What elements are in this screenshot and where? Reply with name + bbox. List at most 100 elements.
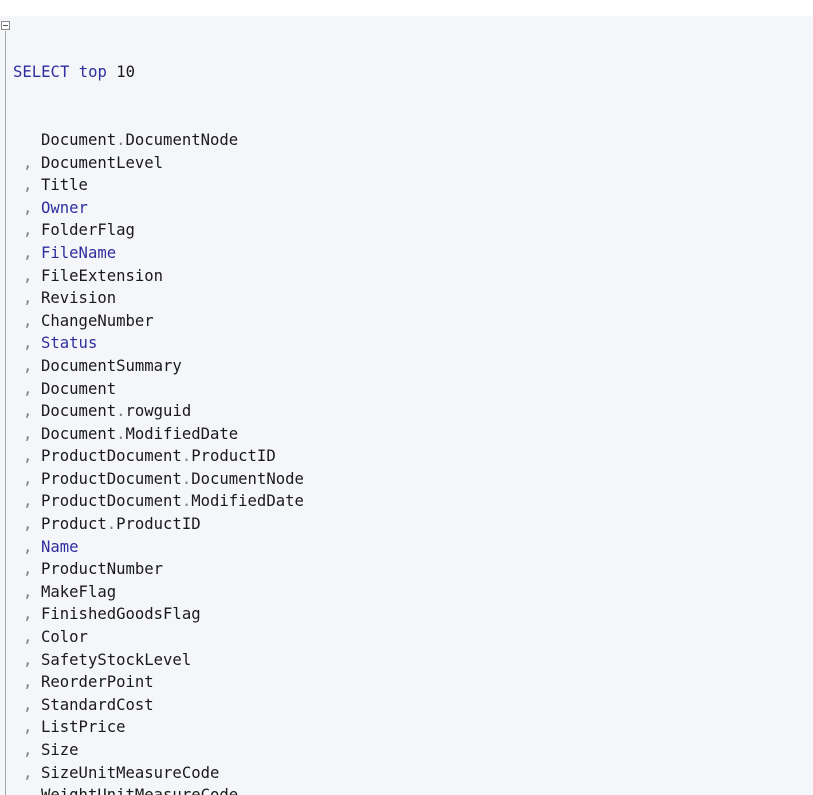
column-identifier: WeightUnitMeasureCode	[41, 786, 238, 795]
code-line-column: , Document.ModifiedDate	[13, 423, 304, 446]
dot-operator: .	[106, 515, 117, 534]
dot-operator: .	[116, 424, 126, 443]
code-line-column: , ProductDocument.DocumentNode	[13, 468, 304, 491]
code-line-column: , DocumentLevel	[13, 152, 304, 175]
code-line-column: , ProductDocument.ModifiedDate	[13, 490, 304, 513]
comma-separator: ,	[23, 515, 33, 534]
comma-separator: ,	[23, 718, 33, 737]
code-line-column: , Owner	[13, 197, 304, 220]
code-lines[interactable]: SELECT top 10 Document.DocumentNode,Docu…	[13, 16, 304, 795]
sql-query-editor[interactable]: SELECT top 10 Document.DocumentNode,Docu…	[0, 16, 813, 795]
column-identifier: ProductID	[191, 447, 276, 466]
code-line-column: , Name	[13, 536, 304, 559]
code-line-column: , ProductDocument.ProductID	[13, 445, 304, 468]
column-identifier: Product	[41, 515, 107, 534]
dot-operator: .	[116, 130, 126, 149]
code-line-select: SELECT top 10	[13, 61, 304, 84]
column-identifier: Revision	[41, 289, 117, 308]
code-line-column: , FolderFlag	[13, 219, 304, 242]
code-line-column: , ProductNumber	[13, 558, 304, 581]
keyword-select: SELECT	[13, 63, 70, 82]
code-line-column: , Color	[13, 626, 304, 649]
dot-operator: .	[181, 469, 192, 488]
comma-separator: ,	[23, 560, 33, 579]
dot-operator: .	[116, 402, 126, 421]
comma-separator: ,	[23, 402, 33, 421]
column-identifier: FolderFlag	[41, 221, 135, 240]
editor-top-strip	[0, 0, 813, 16]
column-identifier: Size	[41, 741, 79, 759]
fold-guide-line	[5, 31, 6, 795]
column-identifier: ModifiedDate	[125, 424, 239, 443]
comma-separator: ,	[23, 447, 33, 466]
code-line-column: , FileExtension	[13, 265, 304, 288]
code-line-column: , DocumentSummary	[13, 355, 304, 378]
comma-separator: ,	[23, 153, 33, 172]
column-identifier: ProductID	[116, 515, 201, 534]
comma-separator: ,	[23, 379, 33, 398]
comma-separator: ,	[23, 492, 33, 511]
comma-separator: ,	[23, 243, 33, 262]
comma-separator: ,	[23, 605, 33, 624]
dot-operator: .	[181, 492, 192, 511]
code-line-column: , Title	[13, 174, 304, 197]
column-identifier: DocumentSummary	[41, 356, 182, 375]
column-identifier: ProductDocument	[41, 492, 182, 511]
keyword-identifier: Name	[41, 537, 79, 556]
column-identifier: DocumentNode	[191, 469, 304, 488]
comma-separator: ,	[23, 266, 33, 285]
column-identifier: Title	[41, 176, 88, 195]
column-identifier: StandardCost	[41, 695, 154, 714]
comma-separator: ,	[23, 582, 33, 601]
comma-separator: ,	[23, 537, 33, 556]
column-identifier: DocumentLevel	[41, 153, 164, 172]
code-line-column: , ChangeNumber	[13, 310, 304, 333]
column-identifier: Color	[41, 628, 88, 647]
column-identifier: FinishedGoodsFlag	[41, 605, 201, 624]
comma-separator: ,	[23, 695, 33, 714]
collapse-region-icon[interactable]	[1, 21, 10, 30]
code-line-column: , Document	[13, 378, 304, 401]
top-count: 10	[116, 63, 136, 82]
column-identifier: SafetyStockLevel	[41, 650, 192, 669]
comma-separator: ,	[23, 221, 33, 240]
column-identifier: ModifiedDate	[191, 492, 304, 511]
comma-separator: ,	[23, 628, 33, 647]
comma-separator: ,	[23, 334, 33, 353]
comma-separator: ,	[23, 650, 33, 669]
column-identifier: ProductDocument	[41, 447, 182, 466]
code-line-column: ,FileName	[13, 242, 304, 265]
code-line-column: Document.DocumentNode	[13, 129, 304, 152]
comma-separator: ,	[23, 176, 33, 195]
column-identifier: SizeUnitMeasureCode	[41, 763, 220, 782]
code-line-column: , Status	[13, 332, 304, 355]
column-identifier: FileExtension	[41, 266, 164, 285]
column-identifier: ListPrice	[41, 718, 126, 737]
code-line-column: , SafetyStockLevel	[13, 649, 304, 672]
comma-separator: ,	[23, 356, 33, 375]
code-line-column: ,SizeUnitMeasureCode	[13, 762, 304, 785]
comma-separator: ,	[23, 673, 33, 692]
code-line-column: , StandardCost	[13, 694, 304, 717]
column-identifier: rowguid	[125, 402, 192, 421]
column-identifier: MakeFlag	[41, 582, 117, 601]
comma-separator: ,	[23, 424, 33, 443]
comma-separator: ,	[23, 198, 33, 217]
comma-separator: ,	[23, 741, 33, 759]
column-identifier: ChangeNumber	[41, 311, 154, 330]
column-identifier: Document	[41, 379, 117, 398]
comma-separator: ,	[23, 289, 33, 308]
comma-separator: ,	[23, 786, 32, 795]
code-line-column: , FinishedGoodsFlag	[13, 603, 304, 626]
code-line-column: , Revision	[13, 287, 304, 310]
keyword-identifier: Status	[41, 334, 98, 353]
dot-operator: .	[181, 447, 192, 466]
column-identifier: ProductNumber	[41, 560, 164, 579]
column-identifier: ProductDocument	[41, 469, 182, 488]
keyword-identifier: Owner	[41, 198, 88, 217]
column-identifier: Document	[41, 402, 117, 421]
column-identifier: Document	[41, 424, 117, 443]
code-line-column: , Size	[13, 739, 304, 762]
comma-separator: ,	[23, 311, 33, 330]
comma-separator: ,	[23, 469, 33, 488]
